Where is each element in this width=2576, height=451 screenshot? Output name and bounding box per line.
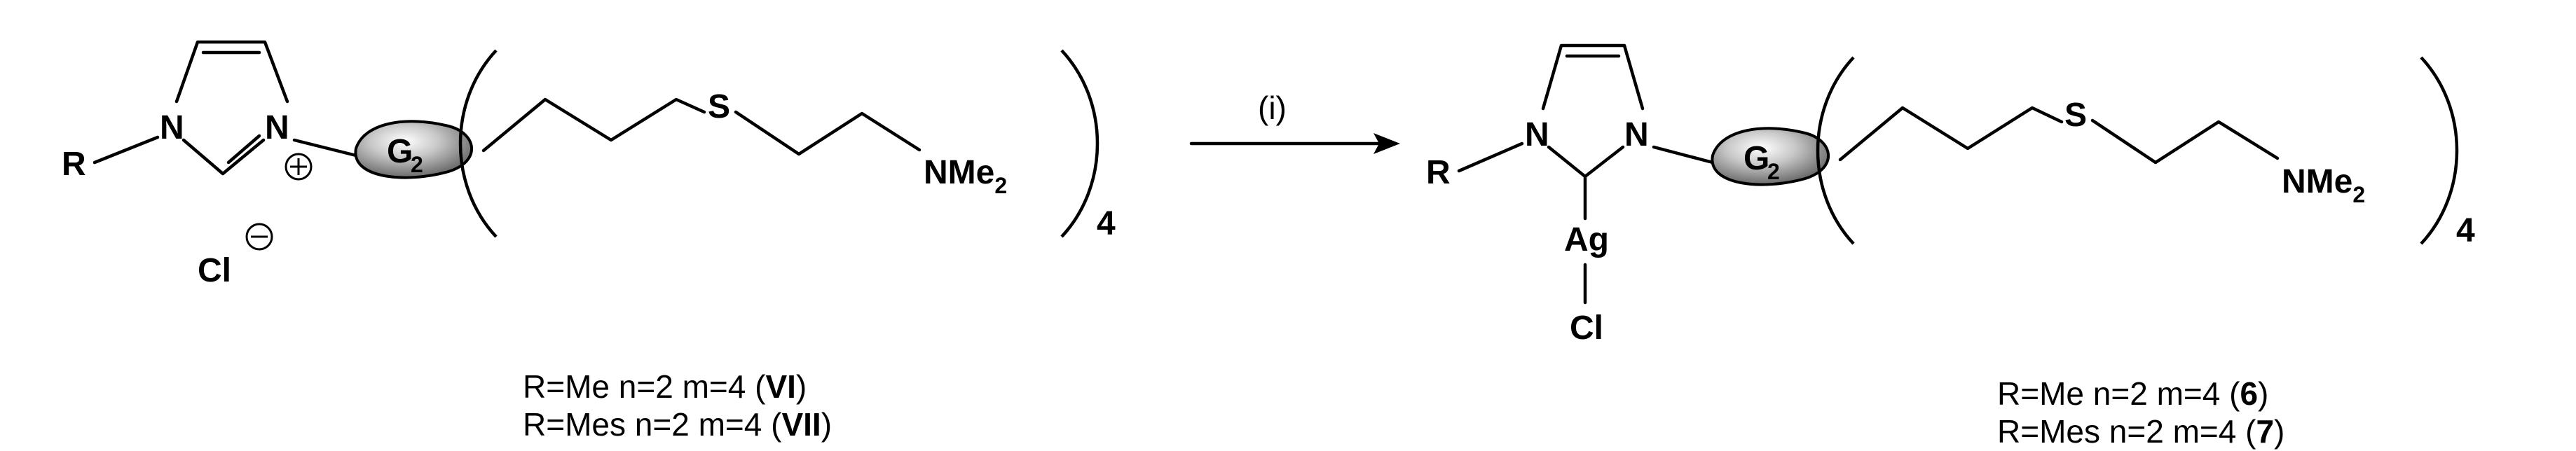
arrow-head-icon — [1373, 133, 1400, 154]
reaction-arrow: (i) — [1189, 90, 1400, 154]
reactant-n1-atom: N — [160, 109, 184, 146]
product-label-1: R=Me n=2 m=4 (6) — [1997, 375, 2268, 412]
product-nme2-group: NMe2 — [2282, 163, 2365, 207]
product-ring-top-bonds — [1541, 43, 1645, 111]
reactant-left-parenthesis — [458, 49, 498, 238]
reactant-ring-c2-n3-double — [226, 134, 261, 165]
reactant-r-n-bond — [93, 135, 160, 165]
product-g2-core-icon — [1711, 127, 1830, 186]
negative-charge-icon — [245, 223, 273, 251]
product-structure: R N N Ag Cl G 2 S NMe2 4 — [1426, 43, 2475, 347]
product-repeat-count: 4 — [2456, 212, 2475, 249]
product-propyl-chain — [1838, 106, 2064, 162]
reactant-ring-n1-c2 — [181, 138, 225, 176]
product-ring-c2-n3 — [1583, 145, 1625, 179]
reactant-n-core-bond — [292, 138, 358, 158]
reactant-right-parenthesis — [1060, 49, 1099, 238]
product-core-label: G — [1743, 140, 1769, 177]
product-chloride: Cl — [1570, 310, 1603, 347]
product-label-2: R=Mes n=2 m=4 (7) — [1997, 413, 2284, 450]
product-ring-n1-c2 — [1547, 145, 1587, 179]
reactant-repeat-count: 4 — [1097, 205, 1116, 242]
reactant-g2-core-icon — [354, 120, 473, 179]
product-core-subscript: 2 — [1767, 159, 1780, 184]
reactant-ethyl-chain — [734, 110, 922, 156]
product-n-core-bond — [1652, 145, 1715, 165]
reactant-sulfur-atom: S — [708, 88, 730, 125]
product-sulfur-atom: S — [2064, 97, 2087, 134]
reactant-label-2: R=Mes n=2 m=4 (VII) — [523, 406, 832, 443]
product-r-group: R — [1426, 154, 1451, 191]
reactant-nme2-group: NMe2 — [924, 154, 1007, 198]
reactant-label-1: R=Me n=2 m=4 (VI) — [523, 368, 807, 405]
product-left-parenthesis — [1816, 56, 1855, 245]
product-silver-atom: Ag — [1564, 221, 1609, 258]
reactant-ring-top-bonds — [174, 40, 289, 104]
product-right-parenthesis — [2420, 56, 2459, 245]
reactant-structure: R N N G 2 S NMe2 4 Cl — [62, 40, 1116, 289]
reactant-core-subscript: 2 — [411, 152, 423, 177]
product-ethyl-chain — [2090, 118, 2280, 165]
product-r-n-bond — [1457, 141, 1524, 173]
reactant-n3-atom: N — [265, 109, 289, 146]
reactant-propyl-chain — [481, 97, 706, 153]
reactant-r-group: R — [62, 146, 86, 183]
reagent-label: (i) — [1258, 90, 1287, 126]
product-n1-atom: N — [1525, 116, 1549, 153]
positive-charge-icon — [285, 153, 313, 181]
reactant-ring-c2-n3 — [221, 138, 266, 176]
reactant-core-label: G — [387, 133, 413, 170]
product-n3-atom: N — [1624, 116, 1649, 153]
reactant-chloride: Cl — [198, 252, 231, 289]
